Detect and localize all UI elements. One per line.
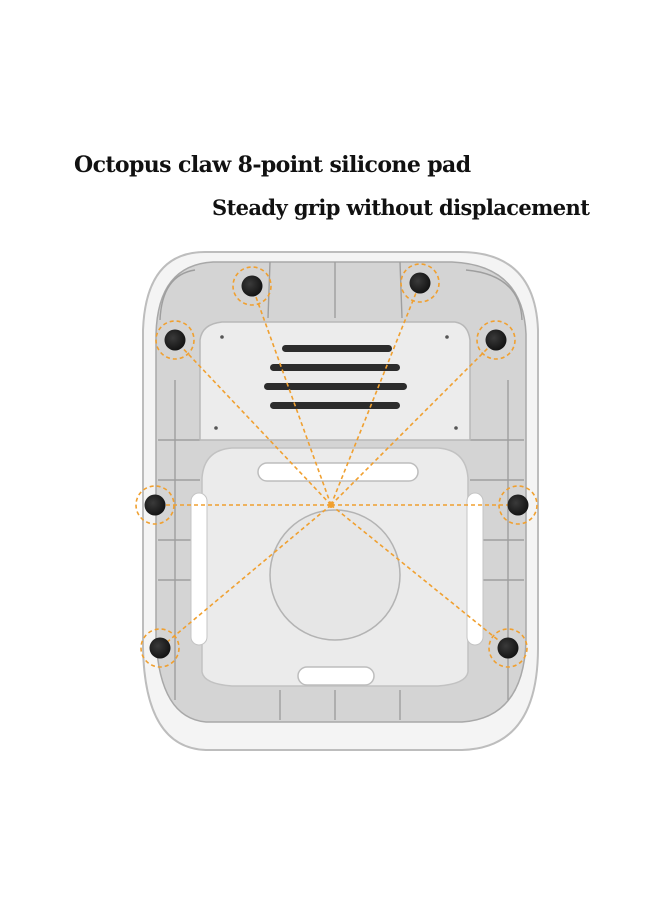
silicone-pad [476, 320, 516, 360]
ventilation-slots [264, 345, 407, 409]
left-side-slot [190, 492, 208, 646]
right-side-slot [466, 492, 484, 646]
silicone-pad [135, 485, 175, 525]
motor-boss-ring [269, 509, 401, 641]
grip-guide-lines [155, 282, 518, 649]
bottom-handle-slot [297, 666, 375, 686]
silicone-pad [488, 628, 528, 668]
silicone-pad [498, 485, 538, 525]
grip-center-point [328, 502, 334, 508]
silicone-pad [232, 266, 272, 306]
silicone-pad [400, 263, 440, 303]
cover-screws [214, 335, 458, 430]
rear-cover-plate [199, 321, 471, 441]
feature-subheadline: Steady grip without displacement [212, 195, 590, 220]
feature-headline: Octopus claw 8-point silicone pad [74, 152, 471, 178]
silicone-pad [155, 320, 195, 360]
silicone-pad [140, 628, 180, 668]
top-handle-slot [257, 462, 419, 482]
